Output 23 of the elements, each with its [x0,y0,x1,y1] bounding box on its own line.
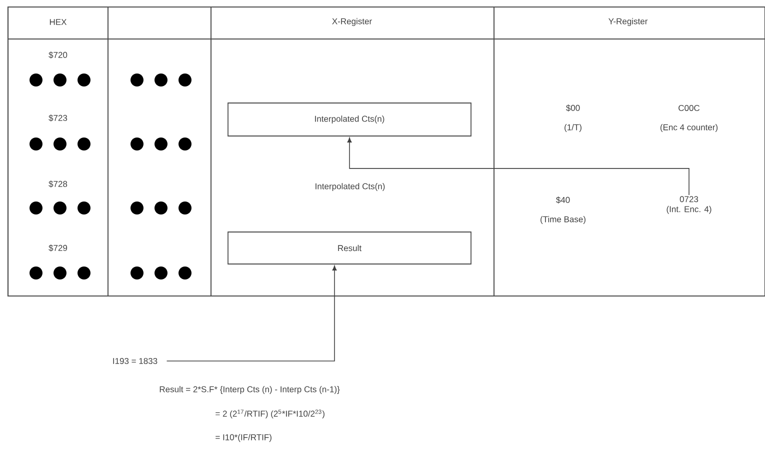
formula-text: Result = 2*S.F* {Interp Cts (n) - Interp Cts (n-1)} [160,386,340,394]
formula-text: = I10*(IF/RTIF) [216,434,272,442]
register-box: Result [228,232,472,264]
arrow [347,138,690,196]
register-value: (Enc 4 counter) [660,124,718,132]
address-label: $729 [48,244,68,252]
register-box: Interpolated Cts(n) [228,102,472,136]
register-text: Interpolated Cts(n) [316,183,385,191]
register-value: (Time Base) [540,216,586,224]
column-header: X-Register [332,18,372,26]
formula-text: = 2 (2$^{17}$/RTIF) (2$^{5}$*IF*I10/2$^{23}$) [216,410,324,418]
register-value: (1/T) [564,124,582,132]
arrow [332,266,337,270]
register-value: 0723 (Int. Enc. 4) [666,196,712,214]
column-header: HEX [50,19,67,25]
address-label: $723 [48,114,68,122]
register-value: $40 [556,196,570,204]
column-header: Y-Register [608,18,648,26]
address-label: $728 [48,180,68,188]
address-label: $720 [48,52,68,58]
register-value: $00 [566,104,580,112]
parameter-text: I193 = 1833 [113,358,158,364]
register-value: C00C [678,105,700,111]
